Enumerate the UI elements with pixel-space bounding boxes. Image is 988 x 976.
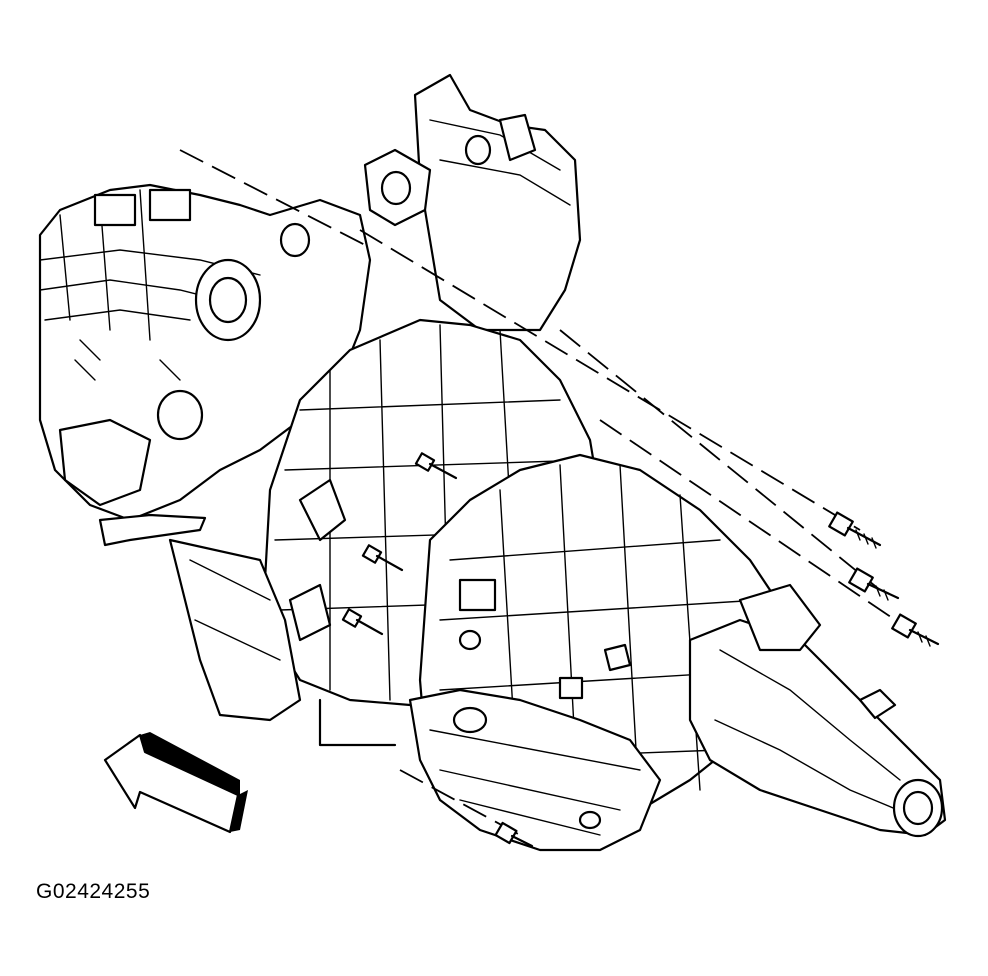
bolt-upper-right (828, 511, 882, 549)
crossmember (168, 538, 397, 747)
front-direction-arrow-icon (103, 732, 248, 834)
bolt-bell-1 (414, 452, 458, 480)
bolt-bottom (494, 821, 534, 848)
extension-housing (688, 583, 947, 838)
figure-id-label: G02424255 (36, 880, 151, 903)
bolt-lower-right (891, 613, 940, 647)
bolt-bell-3 (341, 608, 384, 636)
engine-block (38, 183, 372, 547)
bolt-bell-2 (361, 544, 404, 572)
leader-lines (179, 149, 911, 836)
upper-mount-bracket (363, 73, 582, 332)
bolt-mid-right (848, 567, 900, 601)
bolts (341, 452, 940, 848)
